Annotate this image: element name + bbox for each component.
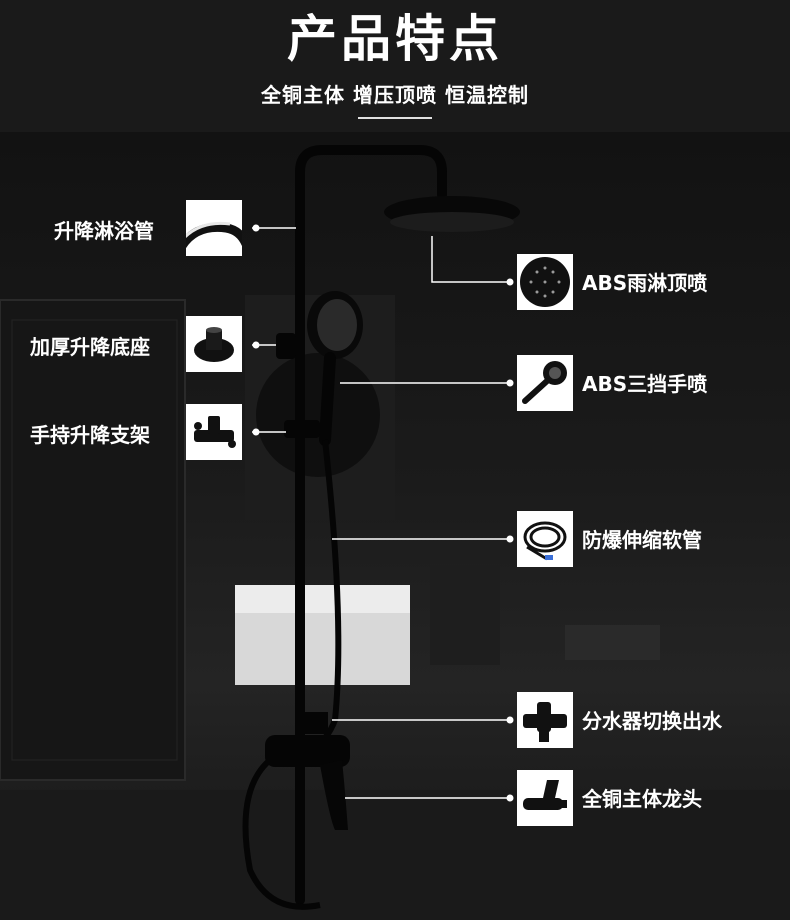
subtitle-underline — [358, 117, 432, 119]
rain-shower-head-icon — [517, 254, 573, 310]
slide-bracket — [284, 420, 320, 438]
feature-label-rain-shower: ABS雨淋顶喷 — [582, 271, 708, 295]
wall-base — [276, 333, 296, 359]
header-banner: 产品特点 全铜主体 增压顶喷 恒温控制 — [0, 0, 790, 132]
toilet — [565, 625, 660, 660]
page-subtitle: 全铜主体 增压顶喷 恒温控制 — [261, 83, 529, 107]
feature-label-bracket: 手持升降支架 — [30, 423, 150, 447]
feature-label-pipe: 升降淋浴管 — [54, 219, 154, 243]
hand-shower-icon — [517, 355, 573, 411]
riser-pipe — [295, 145, 447, 905]
feature-label-diverter: 分水器切换出水 — [582, 709, 722, 733]
faucet-body-icon — [517, 770, 573, 826]
feature-label-base: 加厚升降底座 — [30, 335, 150, 359]
towel — [430, 565, 500, 665]
feature-label-hose: 防爆伸缩软管 — [582, 528, 702, 552]
mixer-body — [265, 735, 350, 767]
page-title: 产品特点 — [287, 10, 503, 68]
leader-dots — [252, 224, 514, 802]
shower-illustration — [0, 145, 790, 920]
feature-label-faucet: 全铜主体龙头 — [582, 787, 702, 811]
product-scene — [0, 132, 790, 920]
feature-label-hand-shower: ABS三挡手喷 — [582, 372, 708, 396]
round-mirror — [256, 353, 380, 477]
lever — [320, 760, 348, 830]
round-base-icon — [186, 316, 242, 372]
coiled-hose-icon — [517, 511, 573, 567]
curved-pipe-icon — [186, 200, 242, 256]
glass-door — [0, 299, 186, 781]
diverter-icon — [517, 692, 573, 748]
diverter — [300, 712, 328, 734]
bracket-icon — [186, 404, 242, 460]
